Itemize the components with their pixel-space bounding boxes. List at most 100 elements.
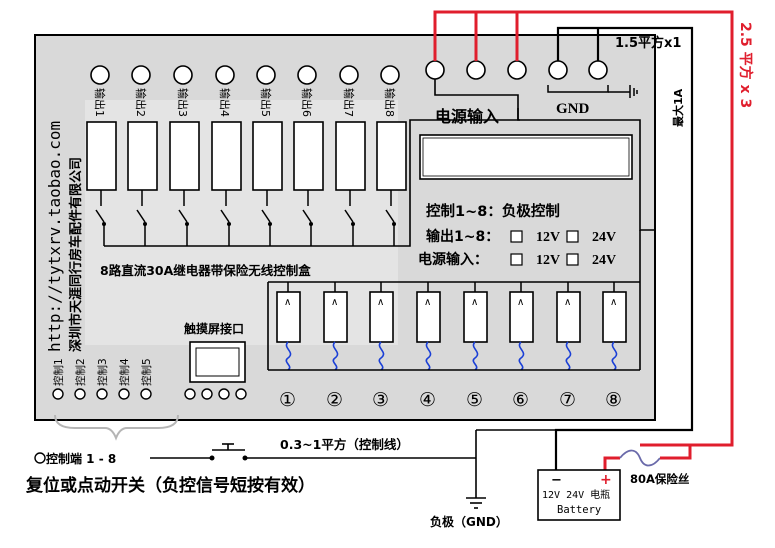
output-channel-8: 输出8 xyxy=(376,65,407,246)
output-terminal-7[interactable] xyxy=(339,65,359,85)
output-channel-4: 输出4 xyxy=(211,65,242,246)
spec-power-prefix: 电源输入： xyxy=(418,251,488,268)
output-label-4: 输出4 xyxy=(218,88,232,117)
fuse-mark-6: ∧ xyxy=(517,297,524,308)
fuse-coil-wire-4 xyxy=(425,341,432,371)
relay-coil-6 xyxy=(293,121,324,191)
blade-fuse-8 xyxy=(602,291,627,343)
output-terminal-3[interactable] xyxy=(173,65,193,85)
power-input-terminal-1[interactable] xyxy=(425,60,445,80)
output-label-3: 输出3 xyxy=(176,88,190,117)
control-input-terminal-1[interactable] xyxy=(52,388,64,400)
relay-switch-1 xyxy=(95,209,105,223)
ground-icon xyxy=(466,497,486,509)
fuse-coil-wire-5 xyxy=(472,341,479,371)
blade-fuse-6 xyxy=(509,291,534,343)
fuse-mark-7: ∧ xyxy=(564,297,571,308)
fuse-coil-wire-6 xyxy=(518,341,525,371)
gnd-wire-note: 1.5平方x1 xyxy=(615,35,681,51)
gnd-supply-wire xyxy=(554,26,694,470)
control-input-terminal-3[interactable] xyxy=(96,388,108,400)
fuse-coil-wire-3 xyxy=(378,341,385,371)
output-channel-7: 输出7 xyxy=(335,65,366,246)
output-terminal-2[interactable] xyxy=(131,65,151,85)
control-input-terminal-4[interactable] xyxy=(118,388,130,400)
control-input-3: 控制3 xyxy=(96,358,109,400)
battery-minus: − xyxy=(551,473,562,488)
battery-plus: + xyxy=(600,472,612,488)
touch-port-pin-3 xyxy=(218,388,230,400)
blade-fuse-1 xyxy=(276,291,301,343)
power-12v-checkbox[interactable] xyxy=(510,253,523,266)
output-12v-label: 12V xyxy=(536,230,560,245)
output-label-2: 输出2 xyxy=(134,88,148,117)
inline-fuse-80a xyxy=(619,449,661,467)
fuse-mark-5: ∧ xyxy=(471,297,478,308)
relay-switch-4 xyxy=(220,209,230,223)
relay-bus-to-power xyxy=(394,119,520,247)
fuse-coil-wire-7 xyxy=(565,341,572,371)
output-12v-checkbox[interactable] xyxy=(510,230,523,243)
fuse-channel-2: ∧ ② xyxy=(323,282,348,411)
fuse-channel-4: ∧ ④ xyxy=(416,282,441,411)
fuse-80a-label: 80A保险丝 xyxy=(630,472,690,486)
control-input-2: 控制2 xyxy=(74,358,87,400)
control-inputs-brace xyxy=(54,414,179,441)
relay-switch-3 xyxy=(178,209,188,223)
relay-switch-5 xyxy=(261,209,271,223)
touch-port-label: 触摸屏接口 xyxy=(184,321,244,336)
fuse-number-1: ① xyxy=(279,389,296,411)
power-input-terminal-3[interactable] xyxy=(507,60,527,80)
fuse-coil-wire-2 xyxy=(332,341,339,371)
output-terminal-5[interactable] xyxy=(256,65,276,85)
output-24v-label: 24V xyxy=(592,230,616,245)
output-terminal-8[interactable] xyxy=(380,65,400,85)
gnd-terminal-2[interactable] xyxy=(588,60,608,80)
power-24v-checkbox[interactable] xyxy=(566,253,579,266)
blade-fuse-7 xyxy=(556,291,581,343)
fuse-channel-7: ∧ ⑦ xyxy=(556,282,581,411)
control-wire-note: 0.3~1平方（控制线） xyxy=(280,437,409,452)
control-input-label-2: 控制2 xyxy=(74,358,87,386)
control-input-label-1: 控制1 xyxy=(52,358,65,386)
relay-coil-2 xyxy=(127,121,158,191)
blade-fuse-2 xyxy=(323,291,348,343)
positive-wire-note: 2.5 平方 x 3 xyxy=(737,22,754,108)
output-terminal-6[interactable] xyxy=(297,65,317,85)
spec-output-prefix: 输出1~8： xyxy=(426,228,499,245)
output-label-6: 输出6 xyxy=(300,88,314,117)
fuse-mark-3: ∧ xyxy=(377,297,384,308)
box-title: 8路直流30A继电器带保险无线控制盒 xyxy=(100,263,311,278)
lcd-display-inner xyxy=(422,137,630,177)
gnd-terminal-1[interactable] xyxy=(548,60,568,80)
relay-switch-8 xyxy=(385,209,395,223)
fuse-coil-wire-8 xyxy=(611,341,618,371)
fuse-number-8: ⑧ xyxy=(605,389,622,411)
output-channel-1: 输出1 xyxy=(86,65,117,246)
gnd-label: GND xyxy=(556,101,590,117)
control-input-terminal-5[interactable] xyxy=(140,388,152,400)
battery-voltage-label: 12V 24V 电瓶 xyxy=(542,488,610,501)
relay-coil-1 xyxy=(86,121,117,191)
gnd-earth-icon xyxy=(629,85,638,98)
company-name: 深圳市天涯同行房车配件有限公司 xyxy=(68,157,84,352)
fuse-channel-6: ∧ ⑥ xyxy=(509,282,534,411)
blade-fuse-3 xyxy=(369,291,394,343)
fuse-channel-1: ∧ ① xyxy=(276,282,301,411)
ground-label: 负极（GND） xyxy=(430,514,508,529)
push-button-switch[interactable] xyxy=(209,443,248,461)
battery-body xyxy=(537,469,621,521)
control-input-terminal-2[interactable] xyxy=(74,388,86,400)
output-label-7: 输出7 xyxy=(342,88,356,117)
touch-port-pin-2 xyxy=(201,388,213,400)
fuse-channel-5: ∧ ⑤ xyxy=(463,282,488,411)
power-input-terminal-2[interactable] xyxy=(466,60,486,80)
control-input-label-3: 控制3 xyxy=(96,358,109,386)
output-terminal-1[interactable] xyxy=(90,65,110,85)
output-label-1: 输出1 xyxy=(93,88,107,117)
output-terminal-4[interactable] xyxy=(215,65,235,85)
output-24v-checkbox[interactable] xyxy=(566,230,579,243)
fuse-number-2: ② xyxy=(326,389,343,411)
